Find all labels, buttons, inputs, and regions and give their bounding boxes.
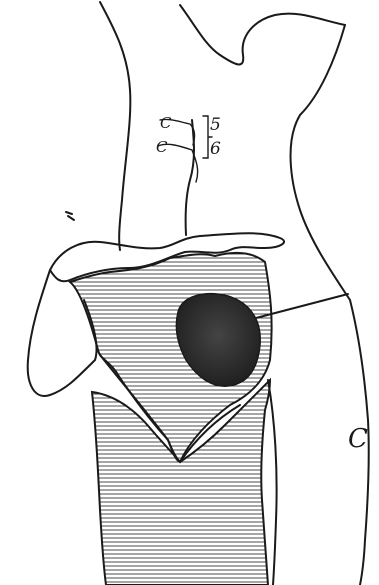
shoulder-right-outline bbox=[291, 25, 350, 300]
spine-prefix-c5: C bbox=[160, 114, 172, 132]
edge-mark-c: C bbox=[348, 424, 368, 454]
neck-left-outline bbox=[100, 2, 130, 250]
spine-prefix-c6: C bbox=[156, 138, 168, 156]
neck-right-outline bbox=[180, 5, 345, 64]
right-trunk-contour bbox=[268, 380, 277, 585]
spine-level-c5: 5 bbox=[210, 115, 221, 135]
spinal-cord-line bbox=[186, 120, 194, 235]
spine-level-c6: 6 bbox=[210, 139, 221, 159]
stray-mark bbox=[66, 212, 74, 220]
